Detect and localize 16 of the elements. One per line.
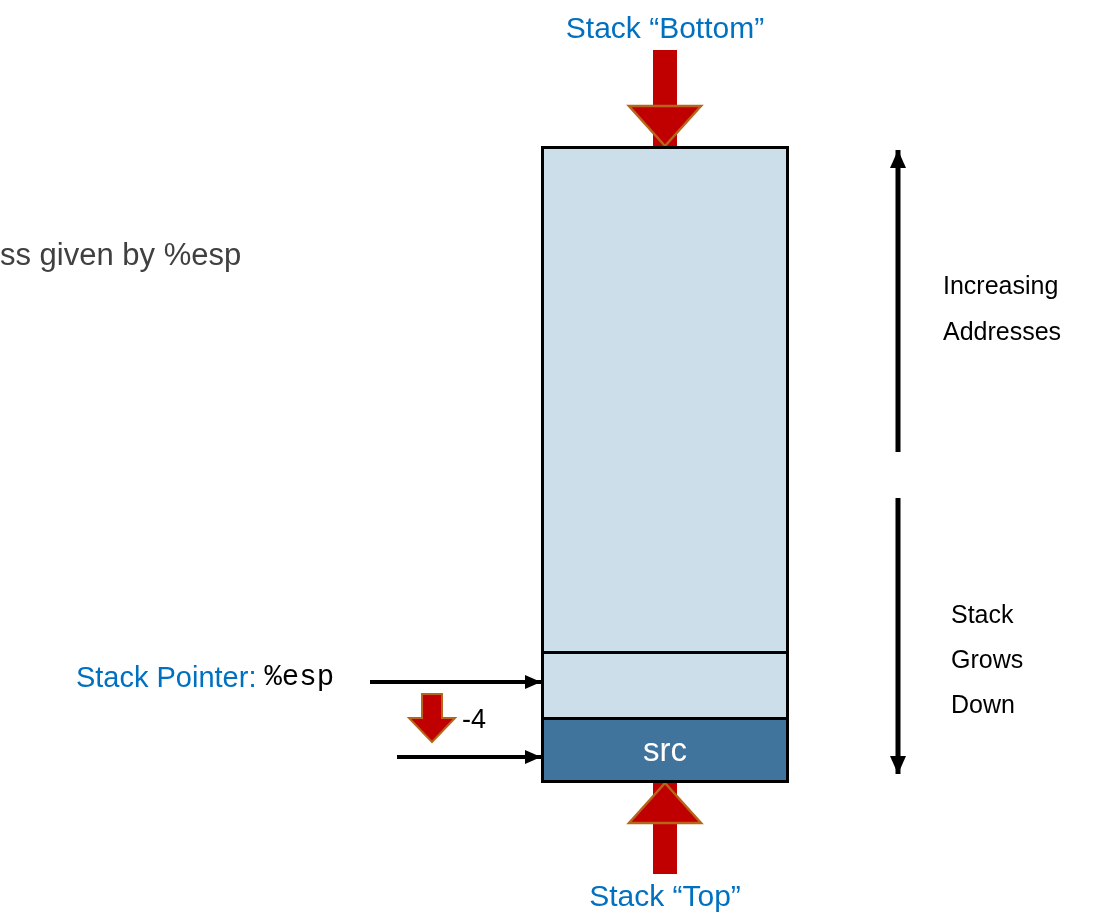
label-text: src	[643, 731, 687, 769]
label-text: Stack “Bottom”	[565, 11, 765, 45]
offset-label: -4	[462, 703, 487, 736]
direction-label: Increasing Addresses	[943, 270, 1063, 347]
direction-label: Stack Grows Down	[951, 599, 1025, 720]
label-text: Stack “Top”	[589, 879, 741, 913]
register-name: %esp	[264, 660, 335, 694]
arrow	[397, 750, 541, 764]
arrow	[370, 675, 541, 689]
label-text: Stack Pointer:	[75, 660, 257, 694]
block-arrow	[627, 781, 703, 874]
description-text: ss given by %esp	[0, 236, 243, 274]
stack-region	[541, 146, 789, 654]
block-arrow	[627, 50, 703, 148]
stack-slot	[541, 651, 789, 720]
stack-slot	[541, 717, 789, 783]
